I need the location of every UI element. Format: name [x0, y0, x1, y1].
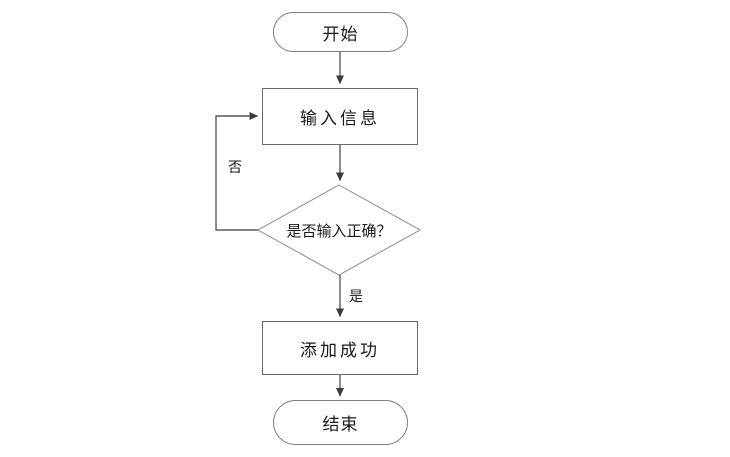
node-input-shape[interactable]: [262, 88, 418, 145]
node-decision-shape[interactable]: [256, 184, 422, 276]
edge-decision-no-to-input: [215, 111, 259, 231]
edge-label-no: 否: [228, 161, 242, 176]
node-end-shape[interactable]: [273, 400, 408, 445]
node-start-shape[interactable]: [273, 12, 408, 52]
node-success-shape[interactable]: [262, 321, 418, 375]
edge-label-yes: 是: [349, 290, 363, 305]
